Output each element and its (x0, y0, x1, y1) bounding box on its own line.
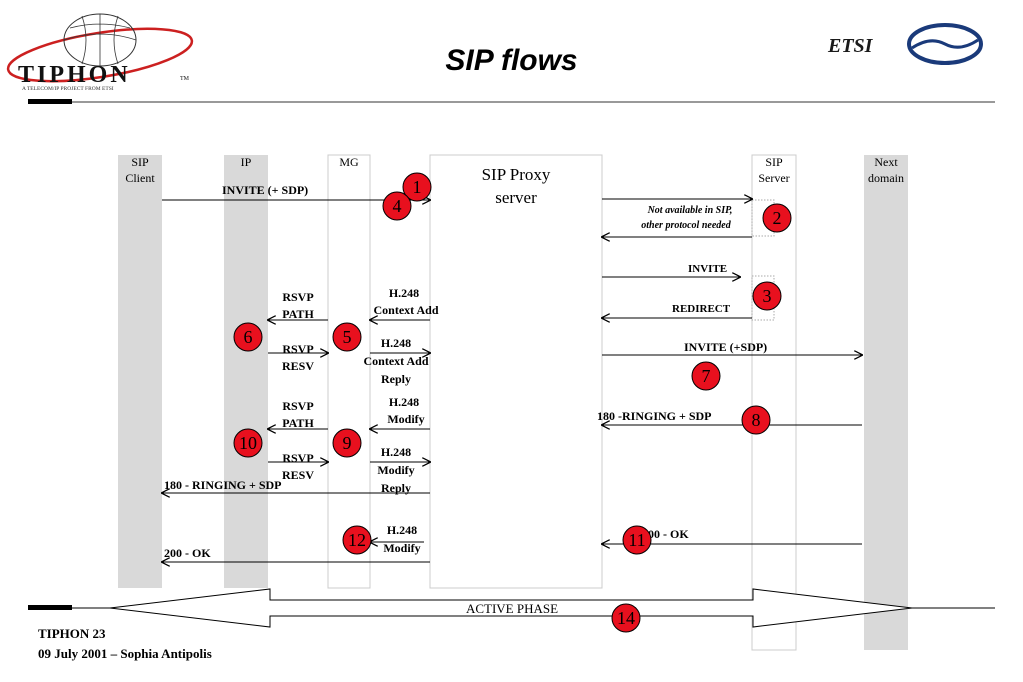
svg-text:11: 11 (628, 530, 645, 550)
msg-rsvp-path-2b: PATH (282, 416, 314, 430)
svg-text:6: 6 (244, 327, 253, 347)
svg-text:9: 9 (343, 433, 352, 453)
msg-rsvp-path-1b: PATH (282, 307, 314, 321)
footer-date-location: 09 July 2001 – Sophia Antipolis (38, 646, 212, 661)
msg-ok-left: 200 - OK (164, 546, 211, 560)
svg-text:2: 2 (773, 208, 782, 228)
step-marker-6: 6 (233, 322, 263, 352)
msg-not-available-2: other protocol needed (641, 220, 731, 231)
step-marker-8: 8 (741, 405, 771, 435)
msg-h248-modify-reply-c: Reply (381, 481, 411, 495)
step-marker-2: 2 (762, 203, 792, 233)
lifeline-sip-client (118, 155, 162, 588)
step-marker-14: 14 (611, 603, 641, 633)
msg-redirect: REDIRECT (672, 303, 731, 315)
svg-text:8: 8 (752, 410, 761, 430)
svg-text:7: 7 (702, 366, 711, 386)
msg-h248-ctx-add-a: H.248 (389, 286, 419, 300)
step-marker-11: 11 (622, 525, 652, 555)
lifeline-proxy (429, 154, 603, 589)
step-marker-1: 1 (402, 172, 432, 202)
step-marker-3: 3 (752, 281, 782, 311)
svg-text:3: 3 (763, 286, 772, 306)
svg-text:12: 12 (348, 530, 366, 550)
msg-h248-ctx-add-b: Context Add (373, 303, 438, 317)
msg-rsvp-resv-1b: RESV (282, 359, 314, 373)
msg-rsvp-path-1a: RSVP (282, 290, 313, 304)
label-proxy-2: server (495, 188, 537, 207)
msg-invite-sdp: INVITE (+ SDP) (222, 183, 308, 197)
lifeline-sip-server (751, 154, 797, 651)
msg-ok-right: 200 - OK (642, 527, 689, 541)
footer-event: TIPHON 23 (38, 626, 106, 641)
label-next-domain-1: Next (874, 155, 898, 169)
msg-rsvp-resv-2b: RESV (282, 468, 314, 482)
msg-not-available-1: Not available in SIP, (647, 205, 733, 216)
msg-rsvp-path-2a: RSVP (282, 399, 313, 413)
msg-h248-ctx-add-reply-c: Reply (381, 372, 411, 386)
msg-ringing-right: 180 -RINGING + SDP (597, 409, 712, 423)
etsi-logo: ETSI (827, 23, 983, 65)
label-proxy-1: SIP Proxy (482, 165, 551, 184)
label-sip-client-2: Client (125, 171, 155, 185)
tiphon-logo: TIPHON TM A TELECOM/IP PROJECT FROM ETSI (6, 13, 194, 92)
svg-text:4: 4 (393, 196, 402, 216)
msg-h248-modify-2b: Modify (383, 541, 420, 555)
lifeline-mg (327, 154, 371, 589)
svg-text:1: 1 (413, 177, 422, 197)
msg-rsvp-resv-2a: RSVP (282, 451, 313, 465)
msg-ringing-left: 180 - RINGING + SDP (164, 478, 282, 492)
label-sip-server-1: SIP (765, 155, 783, 169)
svg-text:10: 10 (239, 433, 257, 453)
msg-h248-modify-a: H.248 (389, 395, 419, 409)
svg-text:TM: TM (180, 76, 190, 82)
label-mg: MG (339, 155, 359, 169)
page-title: SIP flows (445, 44, 578, 77)
etsi-logo-text: ETSI (827, 35, 874, 57)
step-marker-12: 12 (342, 525, 372, 555)
step-marker-4: 4 (382, 191, 412, 221)
step-marker-9: 9 (332, 428, 362, 458)
msg-invite: INVITE (688, 263, 727, 275)
label-sip-client-1: SIP (131, 155, 149, 169)
svg-text:14: 14 (617, 608, 635, 628)
msg-h248-modify-2a: H.248 (387, 523, 417, 537)
msg-rsvp-resv-1a: RSVP (282, 342, 313, 356)
lifeline-ip (224, 155, 268, 588)
lifeline-next-domain (864, 155, 908, 650)
active-phase-arrow (109, 588, 913, 628)
step-marker-5: 5 (332, 322, 362, 352)
tiphon-logo-text: TIPHON (18, 62, 131, 88)
msg-h248-modify-reply-a: H.248 (381, 445, 411, 459)
msg-invite-sdp-2: INVITE (+SDP) (684, 340, 767, 354)
header-rule-accent (28, 99, 72, 104)
tiphon-tagline: A TELECOM/IP PROJECT FROM ETSI (22, 86, 114, 92)
step-markers: 1 4 2 3 6 5 7 8 10 9 12 11 (233, 172, 792, 555)
footer-rule-accent (28, 605, 72, 610)
label-next-domain-2: domain (868, 171, 904, 185)
step-marker-7: 7 (691, 361, 721, 391)
msg-h248-ctx-add-reply-b: Context Add (363, 354, 428, 368)
msg-h248-modify-reply-b: Modify (377, 463, 414, 477)
msg-h248-ctx-add-reply-a: H.248 (381, 336, 411, 350)
step-marker-10: 10 (233, 428, 263, 458)
active-phase-label: ACTIVE PHASE (466, 601, 558, 616)
msg-h248-modify-b: Modify (387, 412, 424, 426)
svg-text:5: 5 (343, 327, 352, 347)
label-ip: IP (241, 155, 252, 169)
label-sip-server-2: Server (758, 171, 789, 185)
